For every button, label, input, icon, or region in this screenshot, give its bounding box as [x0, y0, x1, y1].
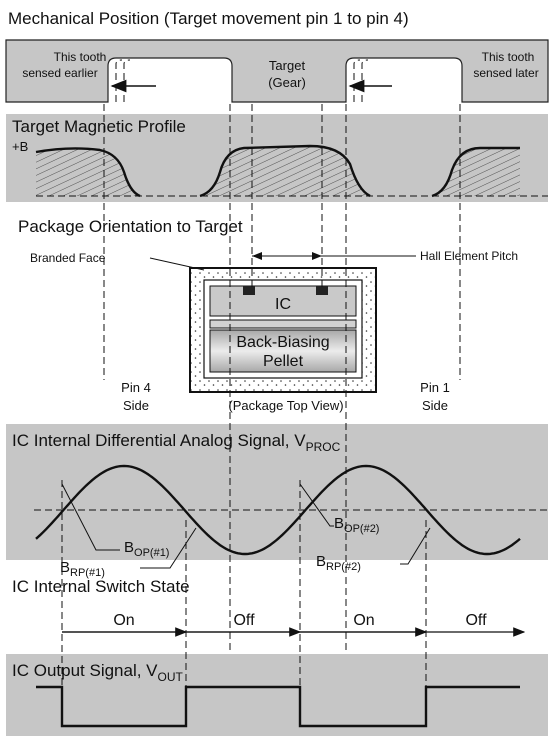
package-top-view-label: (Package Top View) [228, 398, 343, 413]
bop1-leader [61, 483, 120, 551]
hall-pitch-label: Hall Element Pitch [420, 249, 518, 263]
output-signal-section: IC Output Signal, VOUT [6, 654, 548, 736]
tooth-earlier-outline-4 [361, 59, 369, 102]
ic-die [209, 285, 357, 317]
right-tooth-note-line2: sensed later [473, 66, 538, 80]
hall-pitch-arrow-right [312, 252, 322, 260]
magnetic-profile-title: Target Magnetic Profile [12, 117, 186, 136]
mechanical-position-title: Mechanical Position (Target movement pin… [8, 9, 409, 28]
hall-pitch-arrow-left [252, 252, 262, 260]
bop2-leader [299, 483, 334, 527]
analog-signal-section: IC Internal Differential Analog Signal, … [6, 424, 548, 579]
pin1-label-line2: Side [422, 398, 448, 413]
bop1-label: BOP(#1) [124, 539, 169, 559]
target-label-line1: Target [269, 58, 306, 73]
switch-state-off-2: Off [465, 612, 487, 629]
output-square-wave [36, 685, 520, 728]
alignment-guides [61, 104, 461, 700]
brp2-leader [400, 527, 431, 565]
spacer-layer [209, 319, 357, 329]
magnetic-profile-curve [35, 144, 520, 198]
brp1-leader [140, 527, 197, 569]
analog-signal-title: IC Internal Differential Analog Signal, … [12, 431, 341, 454]
branded-face-label: Branded Face [30, 251, 106, 265]
package-orientation-section: Package Orientation to Target Branded Fa… [18, 217, 518, 413]
output-signal-band [6, 654, 548, 736]
tooth-earlier-outline-2 [123, 59, 131, 102]
switch-state-title: IC Internal Switch State [12, 577, 190, 596]
pin4-label-line2: Side [123, 398, 149, 413]
magnetic-profile-lobe-3 [432, 148, 520, 196]
magnetic-profile-section: Target Magnetic Profile +B [6, 114, 548, 202]
pellet-label-line2: Pellet [263, 353, 304, 370]
bop2-label: BOP(#2) [334, 515, 379, 535]
right-tooth-note-line1: This tooth [482, 50, 535, 64]
left-tooth-note-line2: sensed earlier [22, 66, 97, 80]
analog-sine-wave [35, 464, 521, 556]
pin1-label-line1: Pin 1 [420, 380, 450, 395]
ic-label: IC [275, 296, 291, 313]
mechanical-position-section: Mechanical Position (Target movement pin… [5, 9, 549, 103]
magnetic-profile-lobe-2 [200, 146, 370, 196]
magnetic-profile-lobe-1 [36, 148, 140, 196]
switch-state-off-1: Off [233, 612, 255, 629]
switch-state-on-2: On [353, 612, 374, 629]
brp2-label: BRP(#2) [316, 553, 361, 573]
pellet-label-line1: Back-Biasing [236, 334, 329, 351]
switch-state-section: IC Internal Switch State On Off On Off [12, 577, 526, 637]
analog-signal-band [6, 424, 548, 560]
brp1-label: BRP(#1) [60, 559, 105, 579]
hall-element-1 [243, 286, 255, 295]
tooth-earlier-outline-1 [115, 59, 123, 102]
tooth-earlier-outline-3 [353, 59, 361, 102]
magnetic-axis-label: +B [12, 139, 28, 154]
back-biasing-pellet [209, 329, 357, 373]
output-signal-title: IC Output Signal, VOUT [12, 661, 184, 684]
package-orientation-title: Package Orientation to Target [18, 217, 243, 236]
pin4-label-line1: Pin 4 [121, 380, 151, 395]
target-label-line2: (Gear) [268, 75, 306, 90]
left-tooth-note-line1: This tooth [54, 50, 107, 64]
hall-element-2 [316, 286, 328, 295]
gear-target-shape [5, 39, 549, 103]
switch-state-on-1: On [113, 612, 134, 629]
